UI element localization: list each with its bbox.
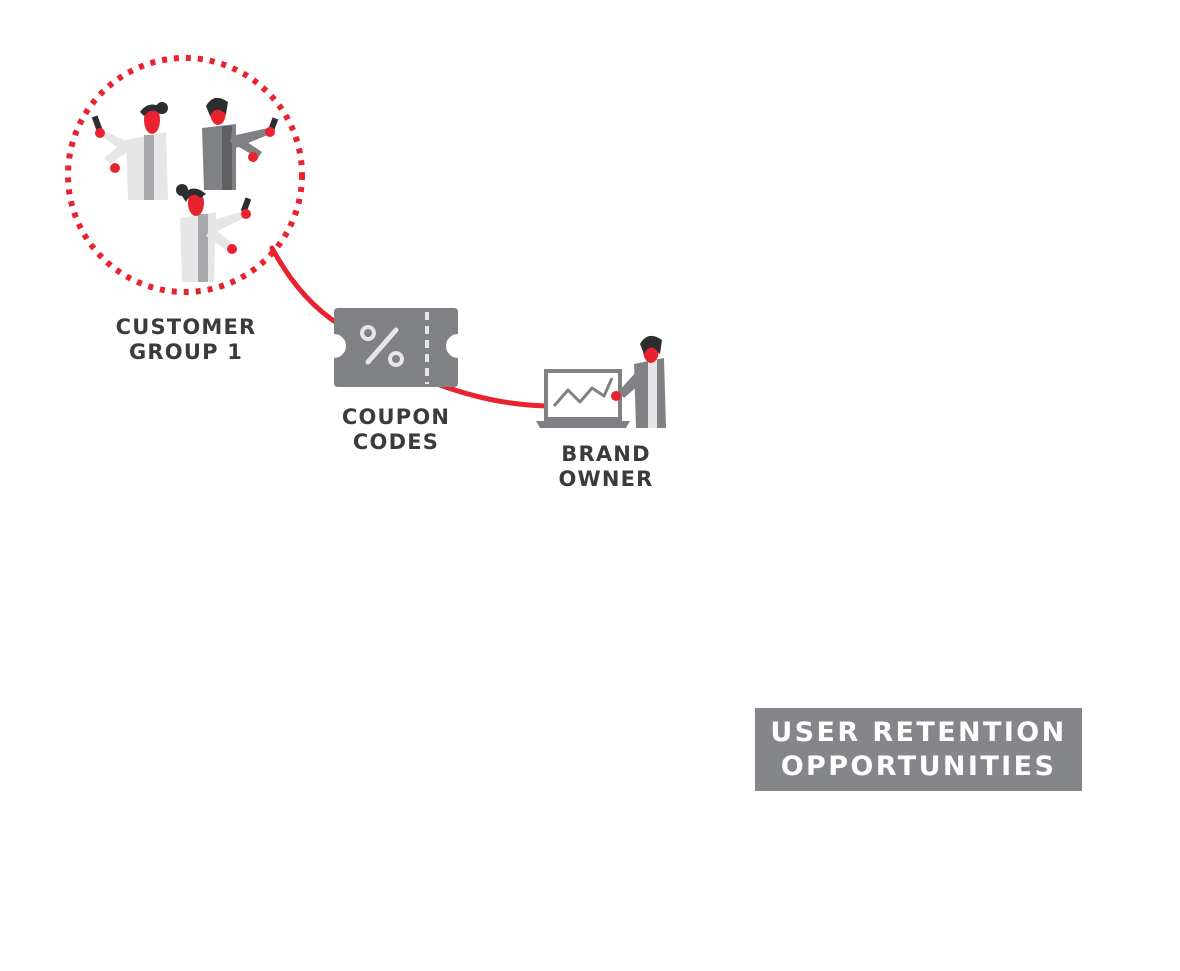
customer-group-label: CUSTOMER GROUP 1 [96, 315, 276, 365]
brand-owner-label-line2: OWNER [558, 467, 654, 491]
customer-group-label-line1: CUSTOMER [115, 315, 257, 339]
brand-owner-icon [536, 335, 666, 428]
user-retention-callout: USER RETENTION OPPORTUNITIES [755, 708, 1082, 791]
customer-person-3-icon [176, 184, 252, 282]
customer-person-2-icon [202, 97, 279, 190]
customer-group-circle [65, 55, 305, 295]
brand-owner-label: BRAND OWNER [526, 442, 686, 492]
callout-line1: USER RETENTION [770, 717, 1067, 748]
customer-person-1-icon [91, 102, 168, 200]
brand-owner-label-line1: BRAND [561, 442, 651, 466]
coupon-ticket-icon [334, 308, 458, 387]
coupon-codes-label: COUPON CODES [316, 405, 476, 455]
coupon-codes-label-line2: CODES [352, 430, 440, 454]
connector-customer-to-coupon [269, 245, 343, 328]
connector-coupon-to-brand [437, 382, 551, 409]
coupon-codes-label-line1: COUPON [341, 405, 451, 429]
customer-group-label-line2: GROUP 1 [128, 340, 244, 364]
callout-line2: OPPORTUNITIES [780, 751, 1057, 782]
